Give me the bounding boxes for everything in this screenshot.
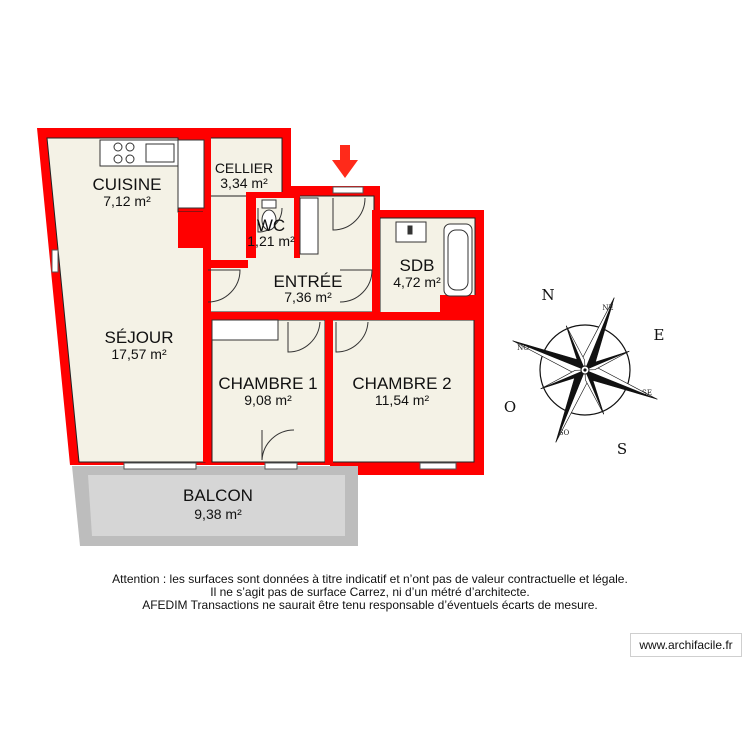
compass-no: NO	[517, 344, 529, 352]
chambre2-floor	[331, 319, 475, 463]
compass-o: O	[504, 398, 516, 416]
chambre1-name: CHAMBRE 1	[218, 374, 317, 393]
room-floors	[46, 137, 476, 463]
sejour-name: SÉJOUR	[105, 328, 174, 347]
chambre2-name: CHAMBRE 2	[352, 374, 451, 393]
compass-n: N	[541, 286, 554, 304]
disclaimer-line-3: AFEDIM Transactions ne saurait être tenu…	[142, 598, 598, 612]
wc-name: WC	[257, 216, 285, 235]
chambre1-area: 9,08 m²	[244, 392, 292, 408]
compass-s: S	[617, 440, 627, 458]
sdb-area: 4,72 m²	[393, 274, 441, 290]
chambre1-floor	[211, 319, 326, 463]
compass-e: E	[654, 326, 665, 344]
entry-arrow-icon	[332, 145, 358, 178]
balcon-area: 9,38 m²	[194, 506, 242, 522]
compass-ne: NE	[602, 304, 613, 312]
compass-se: SE	[642, 389, 652, 397]
wardrobe	[211, 319, 279, 341]
entree-name: ENTRÉE	[274, 272, 343, 291]
chambre2-area: 11,54 m²	[375, 392, 430, 408]
room-labels: CUISINE 7,12 m² CELLIER 3,34 m² WC 1,21 …	[93, 160, 452, 522]
bathroom-fixtures	[395, 221, 473, 297]
entree-floor	[207, 195, 375, 313]
footer-website[interactable]: www.archifacile.fr	[630, 633, 742, 657]
compass-rose-icon	[512, 297, 658, 443]
wc-area: 1,21 m²	[247, 233, 295, 249]
interior-walls	[178, 128, 484, 465]
entree-area: 7,36 m²	[284, 289, 332, 305]
toilet-icon	[261, 199, 277, 231]
sejour-area: 17,57 m²	[111, 346, 167, 362]
cellier-area: 3,34 m²	[220, 175, 268, 191]
sdb-name: SDB	[400, 256, 435, 275]
kitchen-counter	[99, 139, 205, 209]
balcon-name: BALCON	[183, 486, 253, 505]
cuisine-name: CUISINE	[93, 175, 162, 194]
compass-so: SO	[559, 429, 570, 437]
windows	[51, 186, 457, 470]
disclaimer-line-2: Il ne s’agit pas de surface Carrez, ni d…	[210, 585, 530, 599]
closet	[299, 197, 319, 255]
compass-letters: N NE E SE S SO O NO	[504, 286, 665, 458]
cuisine-area: 7,12 m²	[103, 193, 151, 209]
disclaimer-line-1: Attention : les surfaces sont données à …	[112, 572, 628, 586]
cellier-name: CELLIER	[215, 160, 273, 176]
balcony	[72, 466, 358, 546]
